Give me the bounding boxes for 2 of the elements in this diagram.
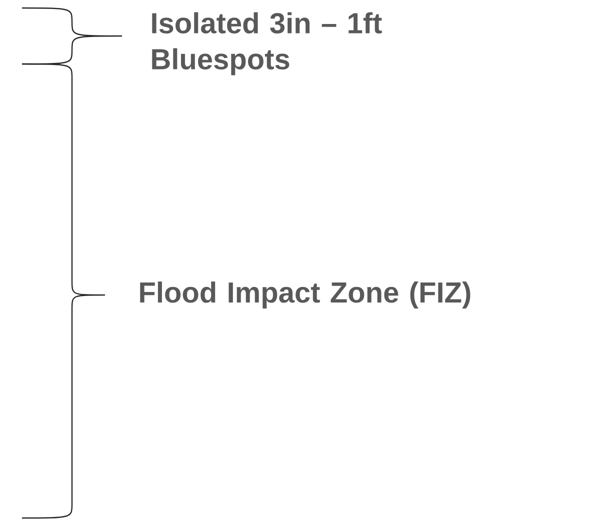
brace-label: Flood Impact Zone (FIZ)	[140, 281, 470, 309]
brace-label: Isolated 3in – 1ft Bluespots	[152, 12, 382, 76]
